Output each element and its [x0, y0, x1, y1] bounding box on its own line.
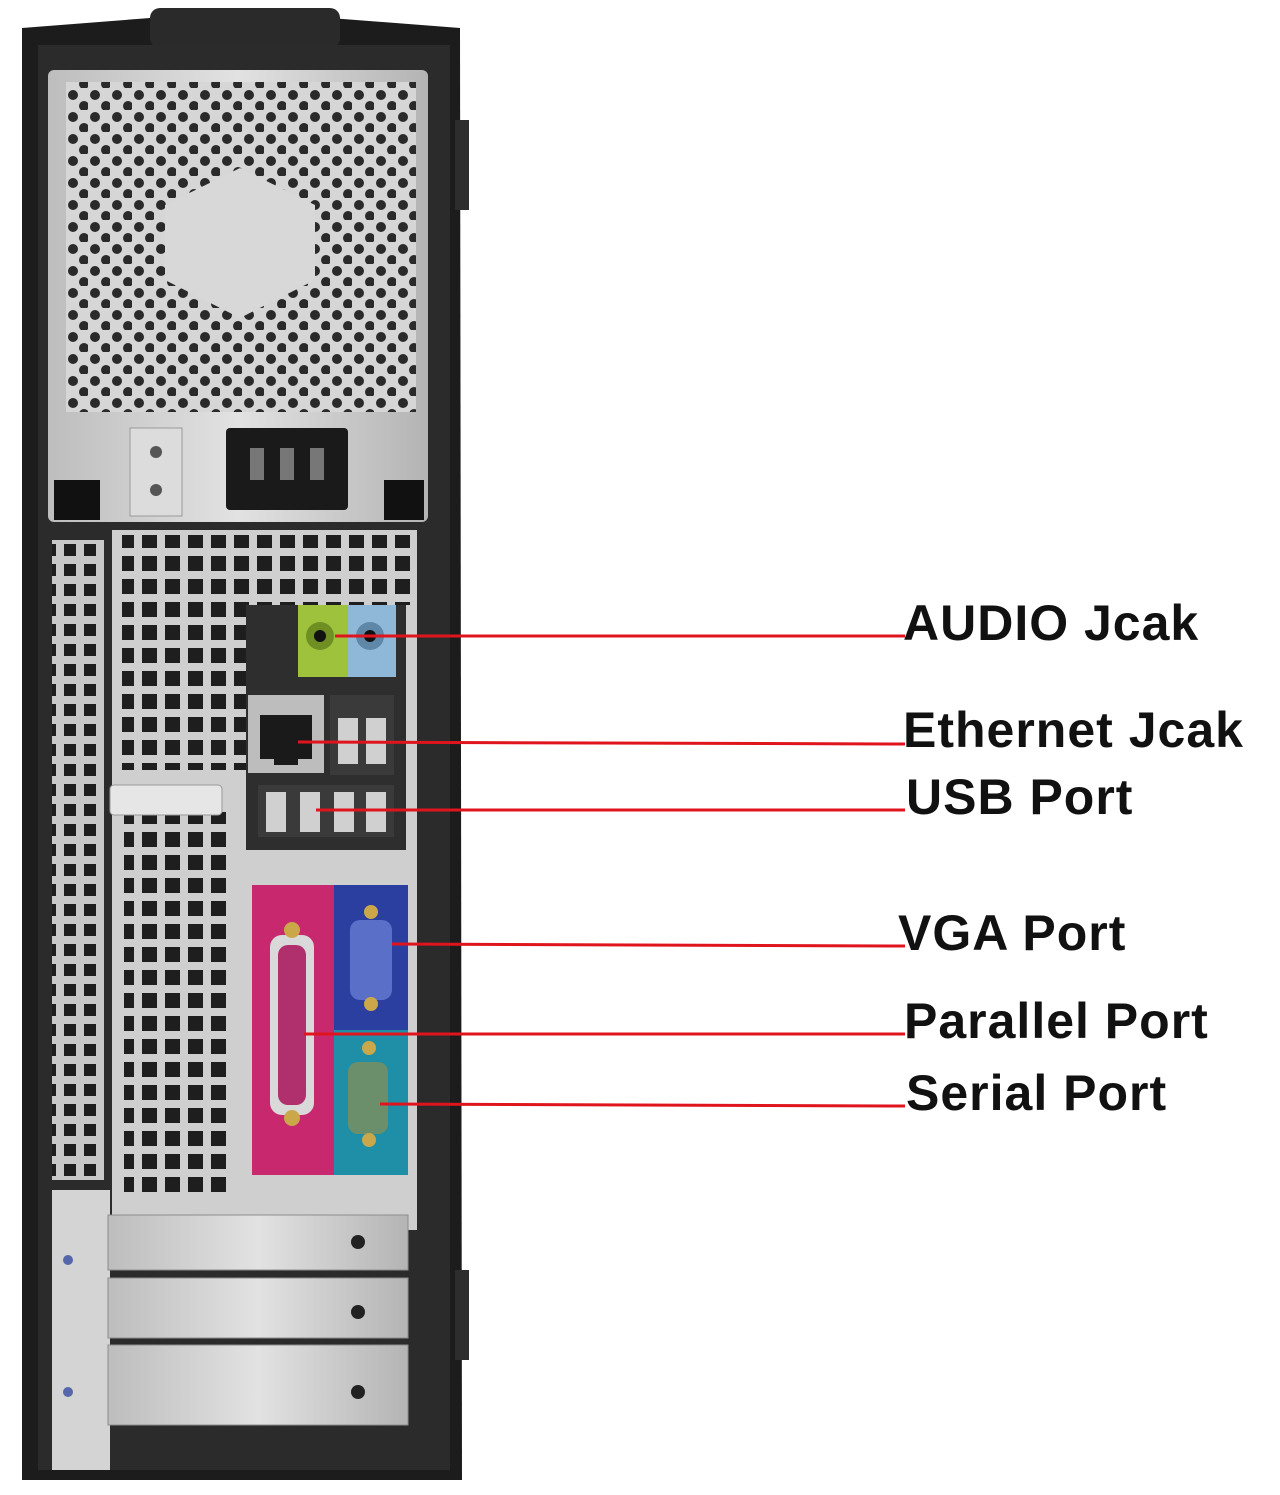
callout-label-parallel: Parallel Port: [904, 993, 1209, 1049]
callout-label-vga: VGA Port: [898, 905, 1127, 961]
expansion-slots: [52, 1190, 409, 1470]
callout-label-usb: USB Port: [906, 769, 1134, 825]
ethernet-jack: [248, 695, 324, 773]
legacy-ports: [252, 885, 408, 1175]
callout-label-serial: Serial Port: [906, 1065, 1168, 1121]
leader-line-vga: [391, 942, 906, 948]
audio-jacks: [298, 605, 396, 677]
callout-label-audio: AUDIO Jcak: [903, 595, 1200, 651]
handle: [150, 8, 340, 48]
side-vent: [52, 540, 104, 1180]
power-supply: [48, 70, 428, 522]
leader-line-serial: [379, 1102, 906, 1108]
leader-lines: [297, 634, 906, 1108]
callout-label-ethernet: Ethernet Jcak: [903, 702, 1244, 758]
leader-line-ethernet: [297, 740, 906, 746]
fan-hub: [165, 168, 315, 318]
